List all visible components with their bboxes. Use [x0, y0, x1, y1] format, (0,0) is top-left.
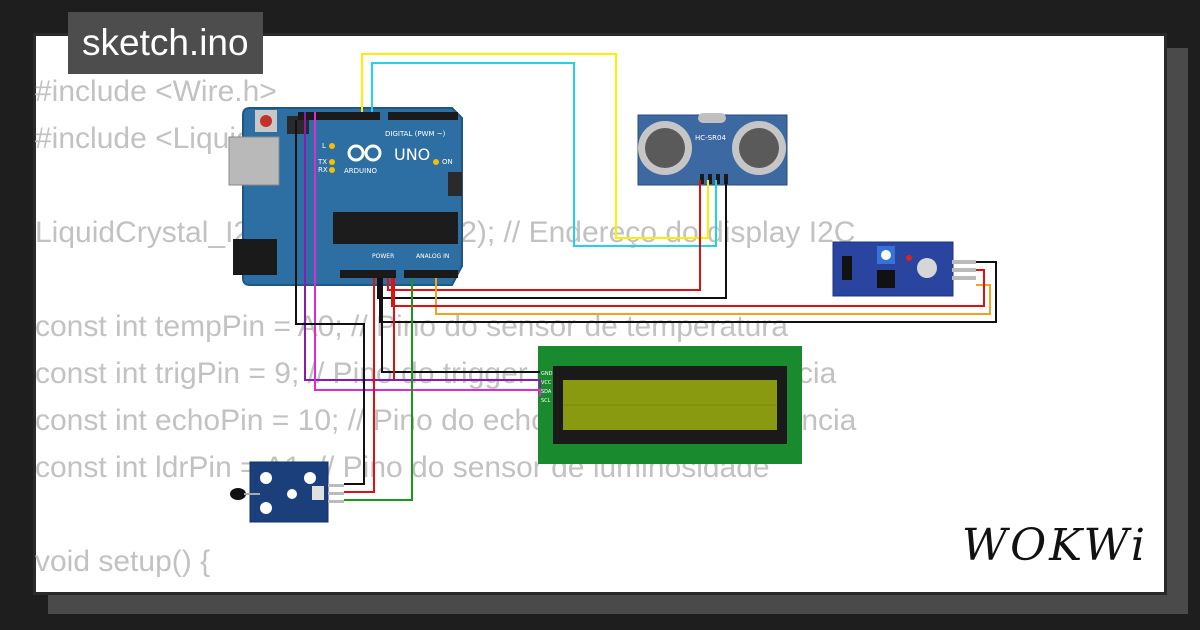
wire-orange-ldr	[435, 278, 991, 315]
thermistor-icon	[230, 488, 246, 500]
l-led	[329, 143, 335, 149]
wire-magenta	[314, 112, 541, 396]
code-line: #include <Wire.h>	[35, 75, 277, 108]
power-led	[906, 255, 912, 261]
analog-header	[404, 270, 458, 278]
ultrasonic-transducer-icon	[638, 121, 786, 175]
wire-purple	[304, 112, 541, 388]
temperature-sensor-module[interactable]	[230, 461, 344, 523]
atmega-chip	[333, 212, 458, 244]
power-jack	[233, 239, 277, 275]
resistor	[312, 486, 324, 500]
tx-label: TX	[317, 158, 327, 166]
on-label: ON	[442, 158, 453, 166]
usb-connector	[228, 136, 280, 186]
wokwi-logo: WOKWi	[961, 520, 1148, 571]
lcd-pin-scl: SCL	[541, 398, 551, 404]
arduino-label: ARDUINO	[344, 167, 377, 175]
lcd-display[interactable]: GND VCC SDA SCL	[538, 346, 802, 464]
ultrasonic-label: HC-SR04	[695, 134, 726, 142]
lcd-pin-vcc: VCC	[541, 380, 552, 386]
wire-black-temp	[295, 120, 365, 485]
wire-black-ultrasonic	[377, 180, 727, 299]
digital-header-right	[388, 112, 458, 120]
crystal-oscillator	[698, 113, 726, 123]
rx-led	[329, 167, 335, 173]
lcd-pin-gnd: GND	[541, 371, 553, 377]
on-led	[433, 159, 439, 165]
wire-yellow	[361, 53, 709, 239]
arduino-uno-board[interactable]: DIGITAL (PWM ~) UNO ARDUINO ON L TX RX P…	[228, 107, 463, 286]
lcd-pin-sda: SDA	[541, 389, 552, 395]
arduino-logo-icon	[347, 144, 382, 162]
photoresistor	[917, 258, 937, 278]
ldr-sensor-module[interactable]	[832, 241, 976, 297]
potentiometer-knob	[881, 250, 891, 260]
icsp-header	[287, 116, 309, 134]
wire-cyan	[371, 62, 717, 247]
comparator-chip	[877, 270, 895, 288]
rx-label: RX	[318, 166, 328, 174]
digital-header-left	[298, 112, 380, 120]
ldr-header	[842, 256, 852, 280]
code-line: void setup() {	[35, 545, 211, 578]
l-led-label: L	[322, 142, 326, 150]
wire-red-temp	[344, 278, 375, 493]
wire-red-ldr	[391, 269, 985, 307]
icsp2-header	[448, 172, 462, 196]
uno-label: UNO	[394, 145, 430, 164]
file-name-tab: sketch.ino	[68, 12, 263, 74]
tx-led	[329, 159, 335, 165]
wire-red-lcd	[393, 278, 540, 381]
wire-black-ldr	[379, 261, 997, 323]
power-header	[340, 270, 396, 278]
ultrasonic-sensor[interactable]: HC-SR04	[637, 113, 788, 186]
wire-red-ultrasonic	[387, 180, 701, 291]
wire-black-lcd	[381, 278, 540, 373]
digital-label: DIGITAL (PWM ~)	[385, 130, 446, 138]
analog-label: ANALOG IN	[416, 253, 449, 260]
wires	[295, 53, 997, 501]
power-label: POWER	[372, 253, 394, 260]
reset-button-cap	[260, 115, 272, 127]
wire-green	[344, 278, 413, 501]
